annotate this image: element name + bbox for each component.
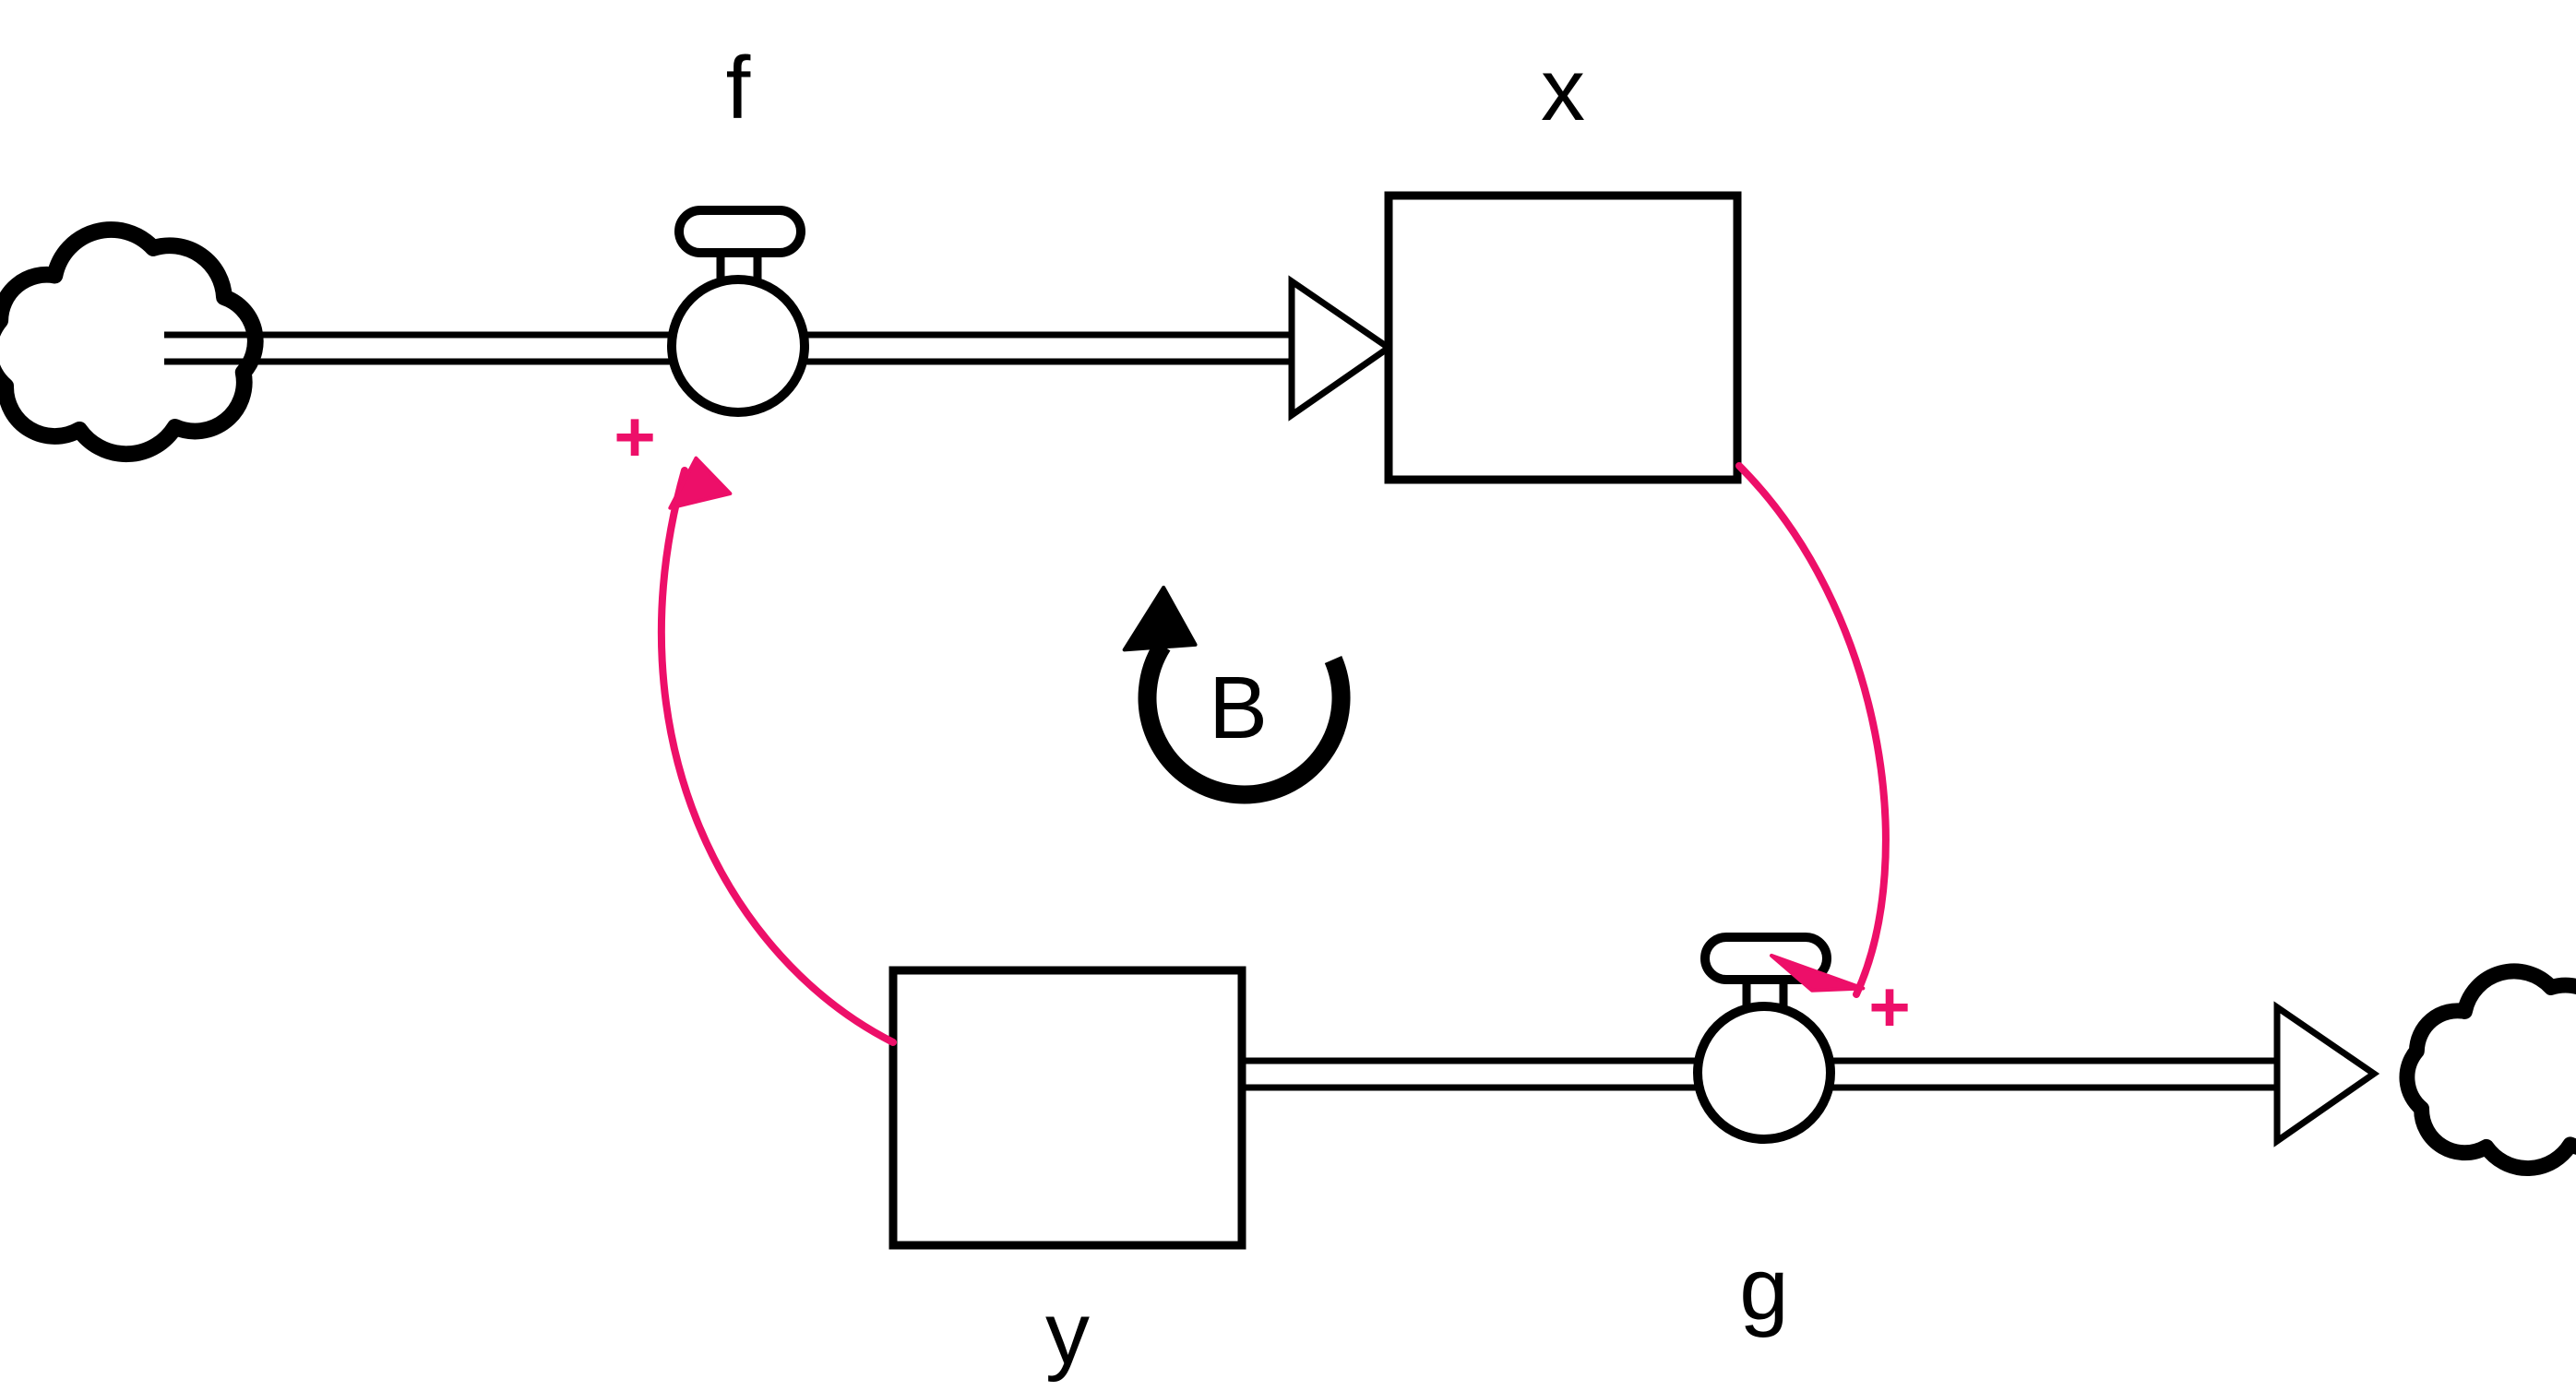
polarity-label-x-to-g: +: [1868, 966, 1911, 1047]
stock-y[interactable]: [888, 966, 1246, 1250]
valve-f-handle-bar: [674, 206, 805, 257]
source-cloud-icon: [0, 230, 256, 454]
sink-cloud-icon: [2407, 971, 2576, 1169]
feedback-loop-B: B: [1122, 585, 1351, 804]
flow-label-g: g: [1739, 1240, 1788, 1338]
causal-link-x-to-g[interactable]: +: [1735, 462, 1911, 1047]
flow-pipe-f-inlet: [164, 331, 685, 365]
flow-label-f: f: [726, 39, 751, 137]
flow-arrowhead-into-sink-cloud: [2273, 1001, 2380, 1147]
stock-x[interactable]: [1384, 191, 1742, 484]
valve-f[interactable]: [667, 206, 809, 417]
loop-B-arrowhead: [1122, 585, 1198, 652]
valve-f-body: [667, 275, 809, 417]
loop-B-arc: [1138, 640, 1351, 804]
causal-link-y-to-f-arrowhead: [668, 456, 733, 510]
valve-g[interactable]: [1693, 933, 1835, 1144]
valve-g-body: [1693, 1002, 1835, 1144]
causal-link-y-to-f[interactable]: +: [614, 396, 897, 1046]
polarity-label-y-to-f: +: [614, 396, 656, 477]
flow-pipe-g-outlet: [1821, 1057, 2277, 1091]
stock-label-y: y: [1045, 1284, 1090, 1383]
loop-B-label: B: [1209, 659, 1268, 757]
stock-label-x: x: [1541, 41, 1585, 139]
causal-link-x-to-g-curve: [1735, 462, 1890, 998]
causal-link-x-to-g-arrowhead: [1770, 953, 1866, 993]
flow-pipe-g-inlet: [1242, 1057, 1711, 1091]
flow-arrowhead-into-x: [1288, 275, 1395, 422]
causal-link-y-to-f-curve: [657, 467, 897, 1046]
flow-pipe-f-outlet: [795, 331, 1292, 365]
